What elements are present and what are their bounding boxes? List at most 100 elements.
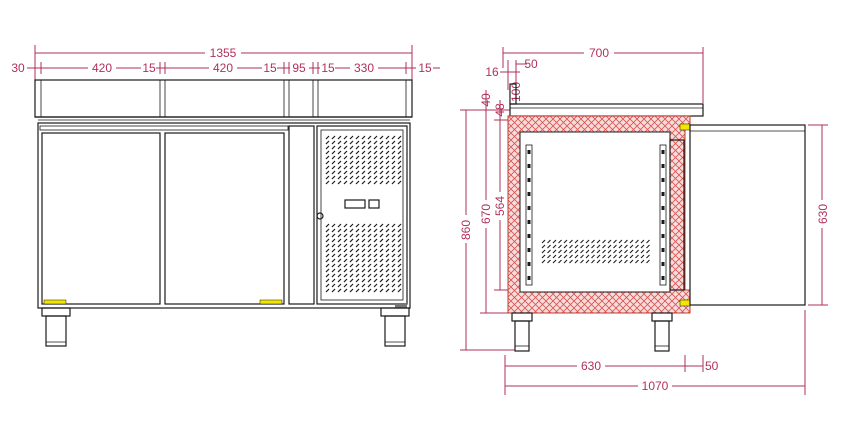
evap-slot <box>558 249 562 254</box>
vent-slot <box>331 278 336 283</box>
vent-slot <box>325 258 330 263</box>
vent-slot <box>337 278 342 283</box>
vent-slot <box>349 165 354 170</box>
door-1 <box>41 132 161 305</box>
evap-slot <box>558 254 562 259</box>
evap-slot <box>541 259 546 264</box>
vent-slot <box>355 150 360 155</box>
vent-grille-top <box>325 135 402 185</box>
evap-slot <box>624 254 628 259</box>
vent-slot <box>385 268 390 273</box>
evap-slot <box>552 239 557 244</box>
vent-slot <box>343 150 348 155</box>
evap-slot <box>580 249 584 254</box>
dim-15-a: 15 <box>142 61 156 75</box>
door-2 <box>164 132 285 305</box>
vent-slot <box>343 238 348 243</box>
vent-slot <box>367 238 372 243</box>
vent-slot <box>337 253 342 258</box>
vent-slot <box>361 273 366 278</box>
evap-slot <box>541 244 546 249</box>
evap-slot <box>552 249 557 254</box>
vent-slot <box>343 135 348 140</box>
vent-slot <box>349 140 354 145</box>
vent-slot <box>325 180 330 185</box>
vent-slot <box>355 278 360 283</box>
evap-slot <box>607 239 612 244</box>
legs-front <box>41 307 410 347</box>
vent-slot <box>331 175 336 180</box>
vent-slot <box>361 175 366 180</box>
vent-slot <box>379 238 384 243</box>
vent-slot <box>367 140 372 145</box>
dim-700: 700 <box>589 46 609 60</box>
vent-slot <box>397 150 402 155</box>
side-worktop <box>509 83 704 117</box>
evap-slot <box>613 239 617 244</box>
vent-slot <box>343 145 348 150</box>
vent-slot <box>349 248 354 253</box>
vent-slot <box>367 248 372 253</box>
vent-slot <box>325 278 330 283</box>
vent-slot <box>343 160 348 165</box>
dim-15-d: 15 <box>418 61 432 75</box>
switch-plate <box>395 303 407 308</box>
vent-slot <box>349 238 354 243</box>
rail-slot <box>661 234 665 238</box>
vent-slot <box>367 233 372 238</box>
vent-slot <box>373 180 378 185</box>
vent-slot <box>379 283 384 288</box>
evap-slot <box>613 249 617 254</box>
vent-slot <box>373 228 378 233</box>
vent-slot <box>379 135 384 140</box>
vent-slot <box>367 145 372 150</box>
vent-slot <box>385 223 390 228</box>
evap-slot <box>602 239 606 244</box>
vent-slot <box>379 160 384 165</box>
vent-slot <box>391 135 396 140</box>
vent-slot <box>361 248 366 253</box>
vent-slot <box>337 165 342 170</box>
vent-slot <box>349 135 354 140</box>
vent-slot <box>379 140 384 145</box>
vent-slot <box>343 263 348 268</box>
evap-slot <box>585 254 590 259</box>
evap-slot <box>602 244 606 249</box>
vent-slot <box>337 155 342 160</box>
side-insulated-cabinet <box>507 115 691 314</box>
vent-slot <box>361 135 366 140</box>
vent-slot <box>361 278 366 283</box>
rail-slot <box>661 164 665 168</box>
dim-30: 30 <box>11 61 25 75</box>
rail-slot <box>527 192 531 196</box>
vent-slot <box>325 140 330 145</box>
hinge-top <box>679 123 691 131</box>
vent-slot <box>397 180 402 185</box>
vent-slot <box>361 228 366 233</box>
vent-slot <box>361 253 366 258</box>
evap-slot <box>547 259 551 264</box>
vent-slot <box>367 253 372 258</box>
evap-slot <box>640 259 645 264</box>
vent-slot <box>379 155 384 160</box>
evap-slot <box>640 244 645 249</box>
vent-slot <box>361 140 366 145</box>
vent-slot <box>397 263 402 268</box>
evap-slot <box>558 244 562 249</box>
vent-slot <box>391 140 396 145</box>
vent-slot <box>385 253 390 258</box>
vent-slot <box>331 258 336 263</box>
vent-slot <box>337 283 342 288</box>
vent-slot <box>379 258 384 263</box>
evap-slot <box>569 254 573 259</box>
vent-slot <box>355 165 360 170</box>
vent-slot <box>331 165 336 170</box>
vent-slot <box>367 228 372 233</box>
evap-slot <box>580 259 584 264</box>
vent-slot <box>337 238 342 243</box>
vent-slot <box>373 288 378 293</box>
vent-slot <box>343 283 348 288</box>
motor-grille-frame <box>320 129 404 301</box>
vent-slot <box>331 263 336 268</box>
dim-row-components: 30 420 15 420 15 95 15 330 15 <box>10 61 440 75</box>
